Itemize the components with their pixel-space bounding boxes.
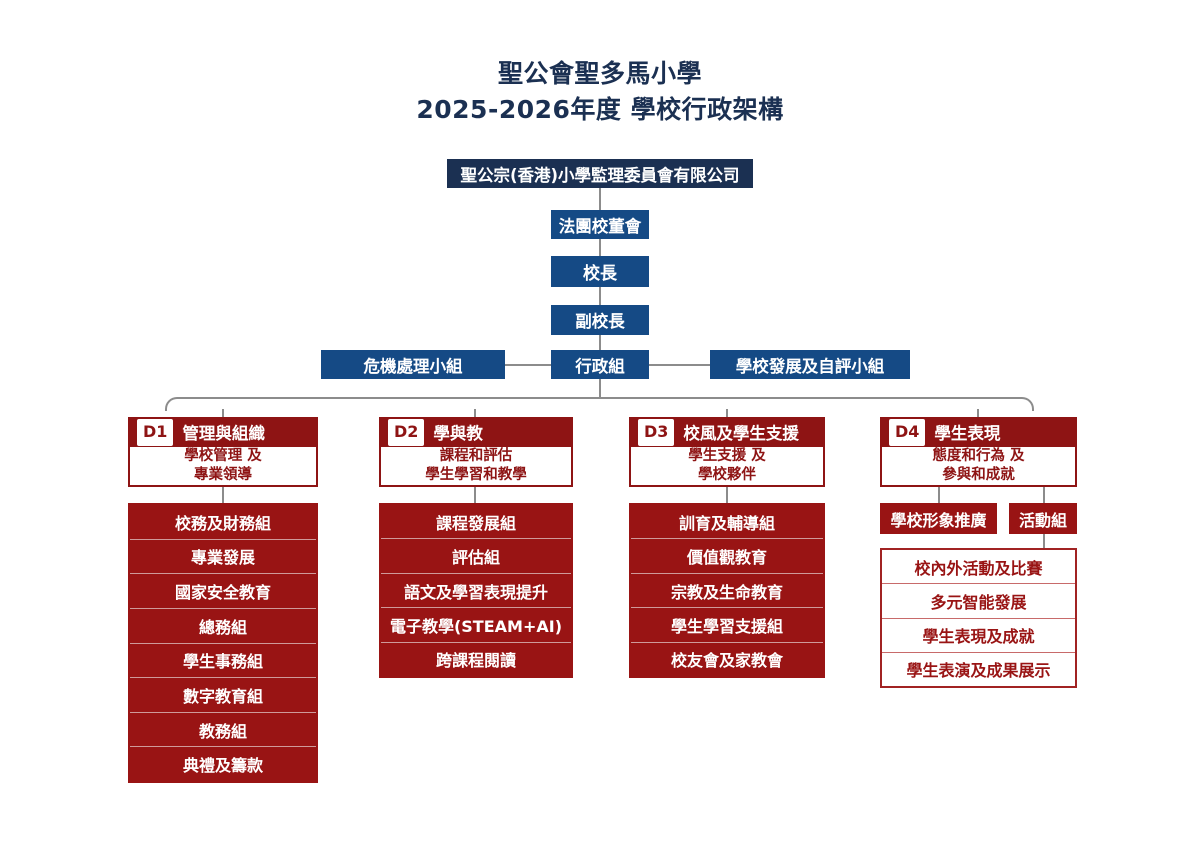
connector-activity-group-to-list xyxy=(1043,534,1045,548)
list-item[interactable]: 跨課程閱讀 xyxy=(381,641,571,676)
list-item[interactable]: 學生表演及成果展示 xyxy=(882,651,1075,686)
department-title-d3: 校風及學生支援 xyxy=(683,424,799,443)
department-badge-d1: D1 xyxy=(137,418,174,446)
department-subtitle-d2: 課程和評估 學生學習和教學 xyxy=(379,447,573,487)
box-crisis-team[interactable]: 危機處理小組 xyxy=(321,350,505,379)
connector-vice-to-admin xyxy=(599,335,601,351)
list-item[interactable]: 語文及學習表現提升 xyxy=(381,572,571,607)
department-badge-d4: D4 xyxy=(889,418,926,446)
department-subtitle-d2-line2: 學生學習和教學 xyxy=(425,467,527,483)
department-badge-d3: D3 xyxy=(638,418,675,446)
list-item[interactable]: 多元智能發展 xyxy=(882,583,1075,617)
box-vice-principal[interactable]: 副校長 xyxy=(551,305,649,335)
list-item[interactable]: 國家安全教育 xyxy=(130,573,316,608)
connector-bus-to-d3 xyxy=(726,409,728,418)
list-item[interactable]: 訓育及輔導組 xyxy=(678,513,775,533)
box-development-team[interactable]: 學校發展及自評小組 xyxy=(710,350,910,379)
department-title-d1: 管理與組織 xyxy=(182,424,265,443)
department-list-d4: 校內外活動及比賽 多元智能發展 學生表現及成就 學生表演及成果展示 xyxy=(880,548,1077,688)
connector-principal-to-vice xyxy=(599,287,601,305)
department-subtitle-d3-line2: 學校夥伴 xyxy=(698,467,756,483)
department-subtitle-d4-line2: 參與和成就 xyxy=(942,467,1015,483)
department-header-d4[interactable]: D4 學生表現 xyxy=(880,417,1077,447)
department-list-d3: 訓育及輔導組 價值觀教育 宗教及生命教育 學生學習支援組 校友會及家教會 xyxy=(629,503,825,678)
box-principal[interactable]: 校長 xyxy=(551,256,649,287)
department-badge-d2: D2 xyxy=(388,418,425,446)
list-item[interactable]: 學生表現及成就 xyxy=(882,617,1075,652)
list-item[interactable]: 典禮及籌款 xyxy=(130,746,316,781)
connector-admin-to-crisis xyxy=(505,364,551,366)
connector-bus-to-d4 xyxy=(977,409,979,418)
list-item[interactable]: 課程發展組 xyxy=(435,513,516,533)
box-school-image-promotion[interactable]: 學校形象推廣 xyxy=(880,503,997,534)
list-item[interactable]: 專業發展 xyxy=(130,538,316,574)
box-admin-team[interactable]: 行政組 xyxy=(551,350,649,379)
list-item[interactable]: 價值觀教育 xyxy=(631,538,823,572)
list-item[interactable]: 學生學習支援組 xyxy=(631,607,823,641)
list-item[interactable]: 總務組 xyxy=(130,607,316,643)
title-line-2: 2025-2026年度 學校行政架構 xyxy=(416,94,784,124)
list-item[interactable]: 學生事務組 xyxy=(130,642,316,678)
box-activity-group[interactable]: 活動組 xyxy=(1009,503,1077,534)
connector-d4-to-image-promotion xyxy=(938,487,940,503)
connector-bus-to-d2 xyxy=(474,409,476,418)
connector-d4-to-activity-group xyxy=(1043,487,1045,503)
box-governance-body[interactable]: 聖公宗(香港)小學監理委員會有限公司 xyxy=(447,159,753,188)
chart-title: 聖公會聖多馬小學 2025-2026年度 學校行政架構 xyxy=(0,56,1200,127)
connector-admin-to-development xyxy=(649,364,710,366)
list-item[interactable]: 校務及財務組 xyxy=(174,513,271,533)
department-subtitle-d3-line1: 學生支援 及 xyxy=(688,447,766,464)
connector-department-bus xyxy=(165,397,1034,411)
list-item[interactable]: 校內外活動及比賽 xyxy=(914,558,1043,578)
department-subtitle-d4: 態度和行為 及 參與和成就 xyxy=(880,447,1077,487)
connector-bus-to-d1 xyxy=(222,409,224,418)
title-line-1: 聖公會聖多馬小學 xyxy=(497,59,702,88)
department-subtitle-d1-line1: 學校管理 及 xyxy=(184,447,262,464)
box-school-board[interactable]: 法團校董會 xyxy=(551,210,649,239)
connector-board-to-principal xyxy=(599,239,601,256)
department-list-d2: 課程發展組 評估組 語文及學習表現提升 電子教學(STEAM+AI) 跨課程閱讀 xyxy=(379,503,573,678)
department-subtitle-d1-line2: 專業領導 xyxy=(194,467,252,483)
list-item[interactable]: 教務組 xyxy=(130,711,316,747)
connector-d1-to-list xyxy=(222,487,224,503)
department-header-d3[interactable]: D3 校風及學生支援 xyxy=(629,417,825,447)
list-item[interactable]: 評估組 xyxy=(381,538,571,572)
connector-d2-to-list xyxy=(474,487,476,503)
department-title-d2: 學與教 xyxy=(433,424,483,443)
department-list-d1: 校務及財務組 專業發展 國家安全教育 總務組 學生事務組 數字教育組 教務組 典… xyxy=(128,503,318,783)
department-title-d4: 學生表現 xyxy=(934,424,1001,443)
list-item[interactable]: 電子教學(STEAM+AI) xyxy=(381,607,571,641)
department-header-d1[interactable]: D1 管理與組織 xyxy=(128,417,318,447)
list-item[interactable]: 校友會及家教會 xyxy=(631,641,823,676)
department-subtitle-d1: 學校管理 及 專業領導 xyxy=(128,447,318,487)
department-subtitle-d4-line1: 態度和行為 及 xyxy=(932,447,1025,464)
list-item[interactable]: 宗教及生命教育 xyxy=(631,572,823,607)
department-subtitle-d3: 學生支援 及 學校夥伴 xyxy=(629,447,825,487)
connector-admin-down xyxy=(599,379,601,398)
connector-d3-to-list xyxy=(726,487,728,503)
connector-governance-to-board xyxy=(599,188,601,210)
department-subtitle-d2-line1: 課程和評估 xyxy=(439,447,513,464)
department-header-d2[interactable]: D2 學與教 xyxy=(379,417,573,447)
list-item[interactable]: 數字教育組 xyxy=(130,677,316,712)
